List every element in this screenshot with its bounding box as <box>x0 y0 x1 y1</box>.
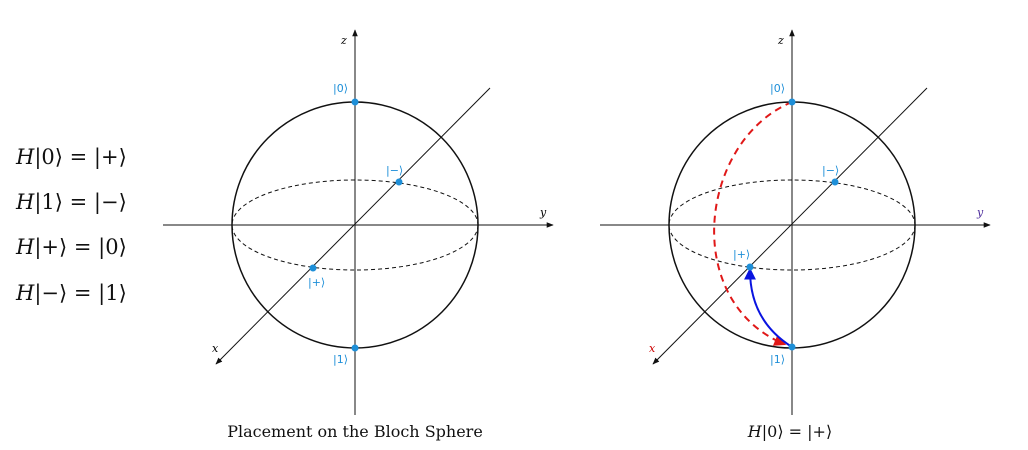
state-zero-point <box>351 98 359 106</box>
right-axes <box>600 29 991 415</box>
x-axis-line <box>652 87 928 365</box>
equation-h-zero: H|0⟩ = |+⟩ <box>16 145 127 169</box>
left-caption: Placement on the Bloch Sphere <box>227 422 483 441</box>
operator-h: H <box>16 190 35 214</box>
state-plus-point <box>746 263 754 271</box>
state-one-point <box>351 344 359 352</box>
equator-ellipse <box>231 179 479 271</box>
equation-h-minus: H|−⟩ = |1⟩ <box>16 281 127 305</box>
state-one-label: |1⟩ <box>770 353 785 366</box>
state-minus-label: |−⟩ <box>386 164 403 177</box>
z-axis-label: z <box>777 34 784 47</box>
state-minus-point <box>395 178 403 186</box>
right-caption: H|0⟩ = |+⟩ <box>747 422 833 441</box>
y-axis-label: y <box>539 206 547 219</box>
state-one-point <box>788 343 796 351</box>
operator-h: H <box>16 281 35 305</box>
state-plus-point <box>309 264 317 272</box>
operator-h: H <box>16 235 35 259</box>
state-zero-label: |0⟩ <box>333 82 348 95</box>
equator-ellipse <box>668 179 916 271</box>
x-axis-label: x <box>212 342 219 355</box>
rotation-arrow-solid <box>744 267 793 348</box>
state-zero-point <box>788 98 796 106</box>
equation-h-plus: H|+⟩ = |0⟩ <box>16 235 127 259</box>
state-plus-label: |+⟩ <box>733 248 750 261</box>
state-zero-label: |0⟩ <box>770 82 785 95</box>
y-axis-label: y <box>976 206 984 219</box>
operator-h: H <box>16 145 35 169</box>
state-minus-label: |−⟩ <box>822 164 839 177</box>
z-axis-label: z <box>340 34 347 47</box>
rotation-path-dashed <box>713 101 793 346</box>
state-one-label: |1⟩ <box>333 353 348 366</box>
state-plus-label: |+⟩ <box>308 276 325 289</box>
x-axis-label: x <box>649 342 656 355</box>
state-minus-point <box>831 178 839 186</box>
x-axis-line <box>215 87 491 365</box>
equation-h-one: H|1⟩ = |−⟩ <box>16 190 127 214</box>
